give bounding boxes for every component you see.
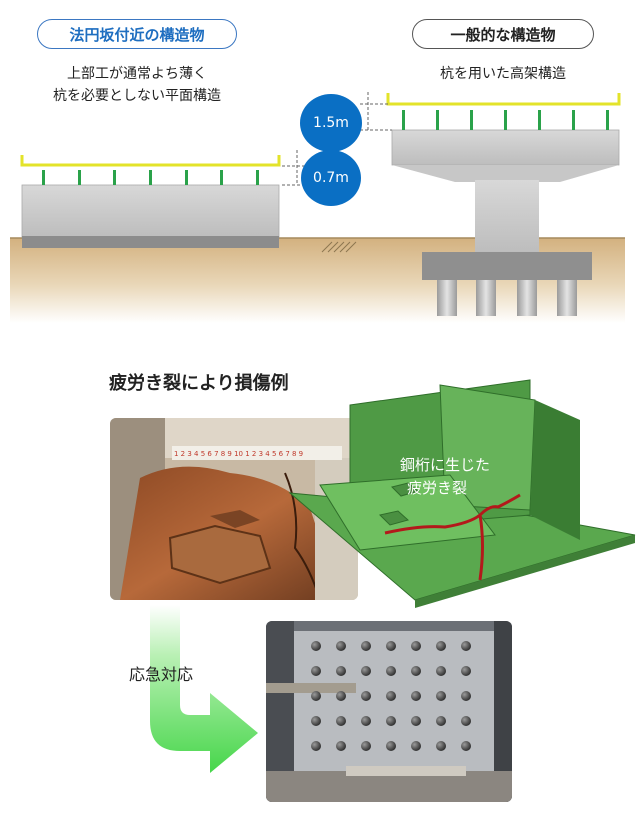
right-posts: [402, 110, 609, 130]
left-dimension: [282, 150, 305, 186]
response-flow-arrow: [150, 605, 258, 773]
general-structure-tag: 一般的な構造物: [412, 19, 594, 49]
ground-hatch: [321, 241, 357, 253]
crack-line: [384, 493, 521, 581]
stiffener-plate: [439, 384, 536, 511]
bottom-flange-edge: [415, 535, 635, 608]
flat-caption-line1: 上部工が通常よち薄く: [67, 66, 207, 82]
right-girder: [391, 129, 620, 166]
left-posts: [42, 170, 259, 185]
right-pier-head: [392, 165, 619, 182]
flat-structure-tag: 法円坂付近の構造物: [37, 19, 237, 49]
crack-label-line1: 鋼桁に生じた: [400, 456, 490, 474]
bolt-2: [391, 482, 420, 497]
damage-example-title: 疲労き裂により損傷例: [109, 373, 289, 394]
right-dimension: [360, 92, 392, 131]
emergency-response-label: 応急対応: [129, 665, 194, 684]
repair-bolted-plate-photo: [266, 621, 512, 802]
bolt-photo-illustration: [266, 621, 512, 802]
dimension-badge-lower: 0.7m: [301, 150, 361, 206]
left-deck: [20, 155, 281, 167]
gusset-plate: [319, 474, 496, 551]
left-slab-base: [22, 236, 279, 248]
bolt-1: [379, 510, 410, 526]
ruler-text: 1 2 3 4 5 6 7 8 9 10 1 2 3 4 5 6 7 8 9: [174, 450, 303, 458]
flat-structure-caption: 上部工が通常よち薄く 杭を必要としない平面構造: [37, 63, 237, 107]
crack-plate-illustration: 鋼桁に生じた 疲労き裂: [288, 379, 636, 608]
structure-comparison-diagram: [10, 92, 625, 323]
general-structure-caption: 杭を用いた高架構造: [440, 66, 566, 82]
right-piles: [437, 280, 577, 316]
left-slab: [21, 184, 280, 238]
crack-label-line2: 疲労き裂: [407, 479, 467, 497]
flat-caption-line2: 杭を必要としない平面構造: [53, 88, 221, 104]
right-footing: [422, 252, 592, 280]
dimension-badge-upper: 1.5m: [300, 94, 362, 152]
right-pier: [475, 180, 539, 252]
side-plate: [530, 400, 580, 540]
right-deck: [386, 93, 621, 106]
